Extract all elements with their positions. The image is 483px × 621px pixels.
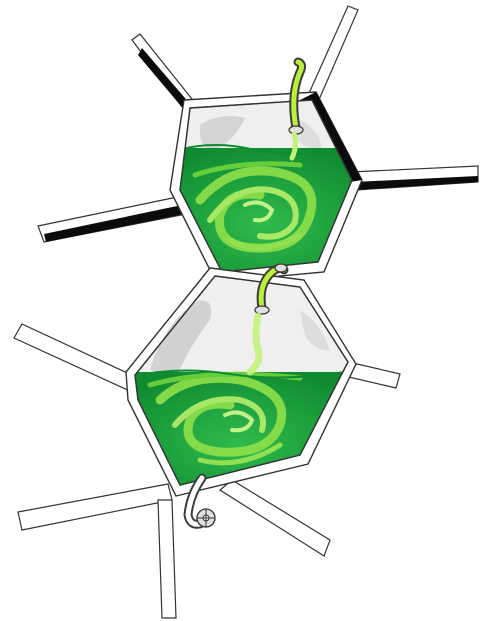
lower-liquid-swirl: [147, 371, 303, 466]
upper-liquid-surface: [180, 144, 352, 155]
inflow-stream: [289, 131, 299, 161]
strut-upper-left: [37, 195, 187, 243]
inflow-pipe-icon: [288, 57, 307, 161]
strut-bottom-left: [17, 483, 173, 531]
lower-glass-reflection-2: [300, 310, 330, 351]
upper-glass-reflection: [199, 116, 245, 150]
lower-glass-reflection: [150, 300, 212, 380]
strut-lower-left: [13, 323, 139, 393]
strut-upper-right: [349, 165, 479, 191]
strut-bottom-right: [218, 479, 331, 557]
lower-chamber: [125, 267, 357, 497]
connector-pipe-icon: [246, 263, 289, 376]
strut-bottom-vertical: [157, 499, 177, 619]
connector-stream: [246, 312, 263, 376]
strut-top-right: [305, 5, 359, 103]
outflow-valve-icon: [183, 473, 216, 529]
upper-glass-reflection-2: [296, 120, 322, 149]
lower-liquid-surface: [135, 369, 346, 379]
upper-chamber: [169, 91, 363, 283]
upper-liquid-swirl: [192, 161, 317, 253]
